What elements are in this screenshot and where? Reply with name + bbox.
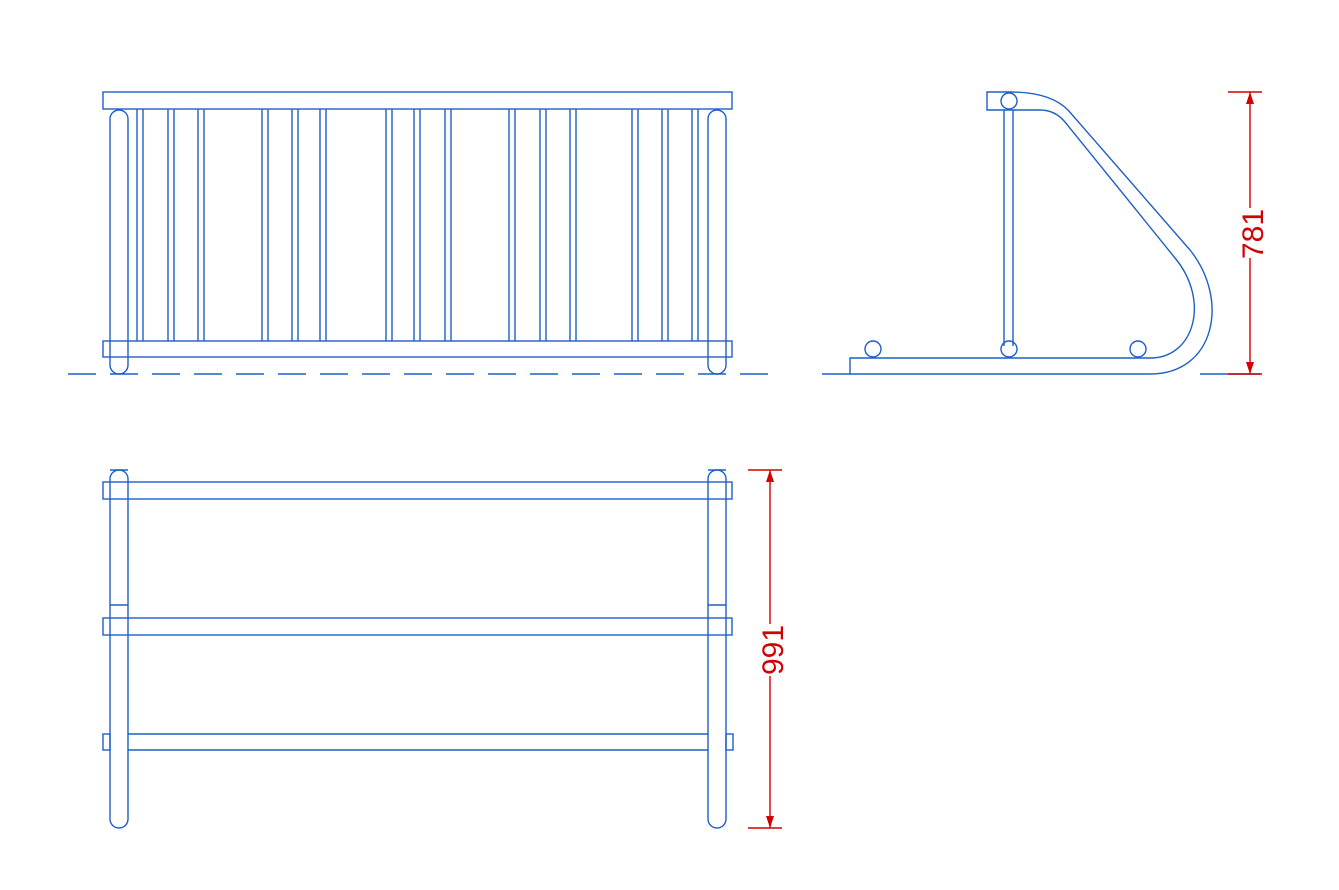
height-arrow-top — [1246, 92, 1254, 104]
front-top-rail — [102, 91, 733, 110]
depth-dimension-label: 991 — [757, 625, 790, 675]
top-left-post — [109, 469, 129, 829]
depth-dimension — [748, 469, 782, 829]
side-left-tube-circle — [864, 340, 882, 358]
front-view — [68, 91, 768, 375]
side-frame-outer — [849, 91, 1213, 375]
top-rail-middle — [102, 617, 733, 636]
side-middle-tube-circle — [1000, 340, 1018, 358]
front-left-post — [109, 109, 129, 375]
height-arrow-bottom — [1246, 362, 1254, 374]
side-right-tube-circle — [1129, 340, 1147, 358]
top-view — [102, 469, 734, 829]
height-dimension-label: 781 — [1237, 209, 1270, 259]
front-vertical-bars — [136, 109, 699, 341]
side-view — [822, 91, 1260, 375]
top-rail-upper — [102, 481, 733, 500]
top-rail-lower-left-stub — [102, 733, 111, 751]
depth-arrow-bottom — [766, 816, 774, 828]
front-right-post — [707, 109, 727, 375]
top-right-post — [707, 469, 727, 829]
top-rail-lower-right-stub — [725, 733, 734, 751]
height-dimension — [1228, 91, 1262, 375]
front-bottom-rail — [102, 340, 733, 358]
depth-arrow-top — [766, 470, 774, 482]
side-top-tube-circle — [1000, 92, 1018, 110]
